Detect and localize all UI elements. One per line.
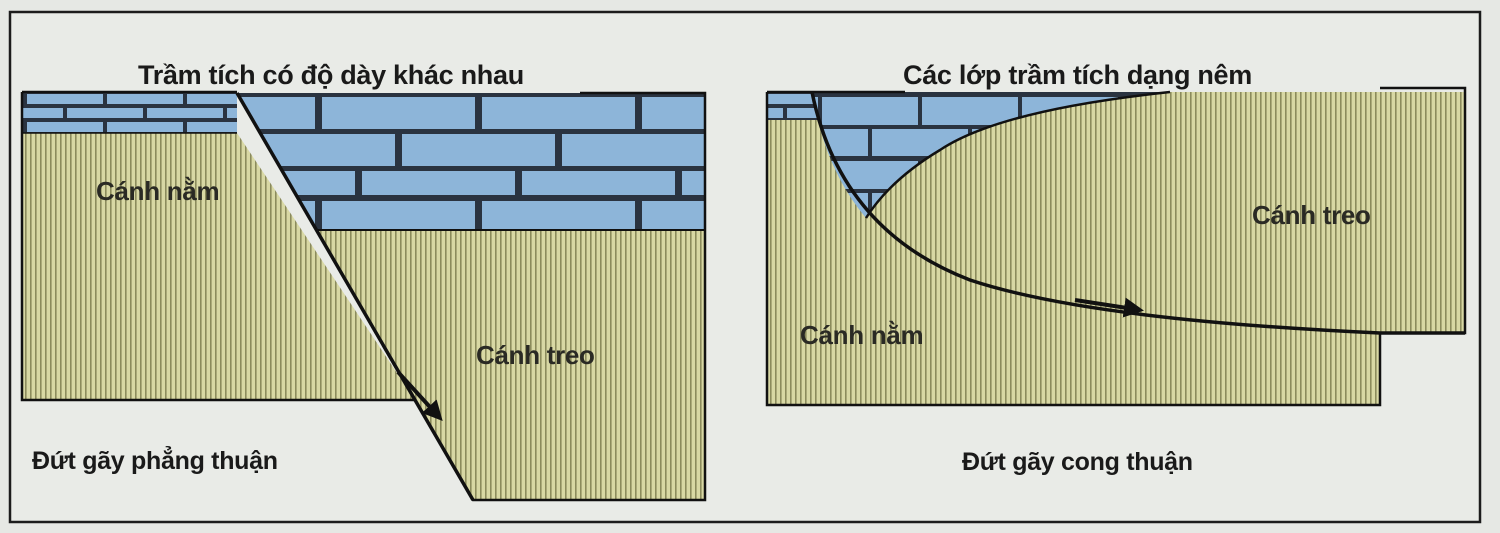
left-hangingwall-block xyxy=(317,230,705,500)
left-thin-sediment-layers xyxy=(22,92,237,133)
right-wedge-base xyxy=(864,90,1171,219)
right-hangingwall-label: Cánh treo xyxy=(1252,200,1371,230)
right-caption: Đứt gãy cong thuận xyxy=(962,448,1193,476)
slip-arrow-icon xyxy=(396,370,443,421)
left-hangingwall-label: Cánh treo xyxy=(476,340,595,370)
slip-arrow-icon xyxy=(1074,297,1144,318)
left-fault-plane xyxy=(235,92,475,501)
left-thick-sediment-layers xyxy=(237,93,705,230)
left-caption: Đứt gãy phẳng thuận xyxy=(32,447,278,475)
listric-fault-diagram xyxy=(765,86,1467,407)
right-wedge-sediment-layers xyxy=(812,92,1170,218)
left-footwall-block xyxy=(22,133,415,400)
planar-fault-diagram xyxy=(20,90,707,502)
left-footwall-label: Cánh nằm xyxy=(96,176,220,206)
right-footwall-label: Cánh nằm xyxy=(800,320,924,350)
right-footwall-sediment xyxy=(767,92,818,120)
right-footwall-block xyxy=(767,92,1380,405)
right-title: Các lớp trầm tích dạng nêm xyxy=(903,60,1252,90)
right-hangingwall-block xyxy=(812,92,1465,333)
right-fault-plane xyxy=(810,91,1465,335)
left-title: Trầm tích có độ dày khác nhau xyxy=(138,60,524,90)
